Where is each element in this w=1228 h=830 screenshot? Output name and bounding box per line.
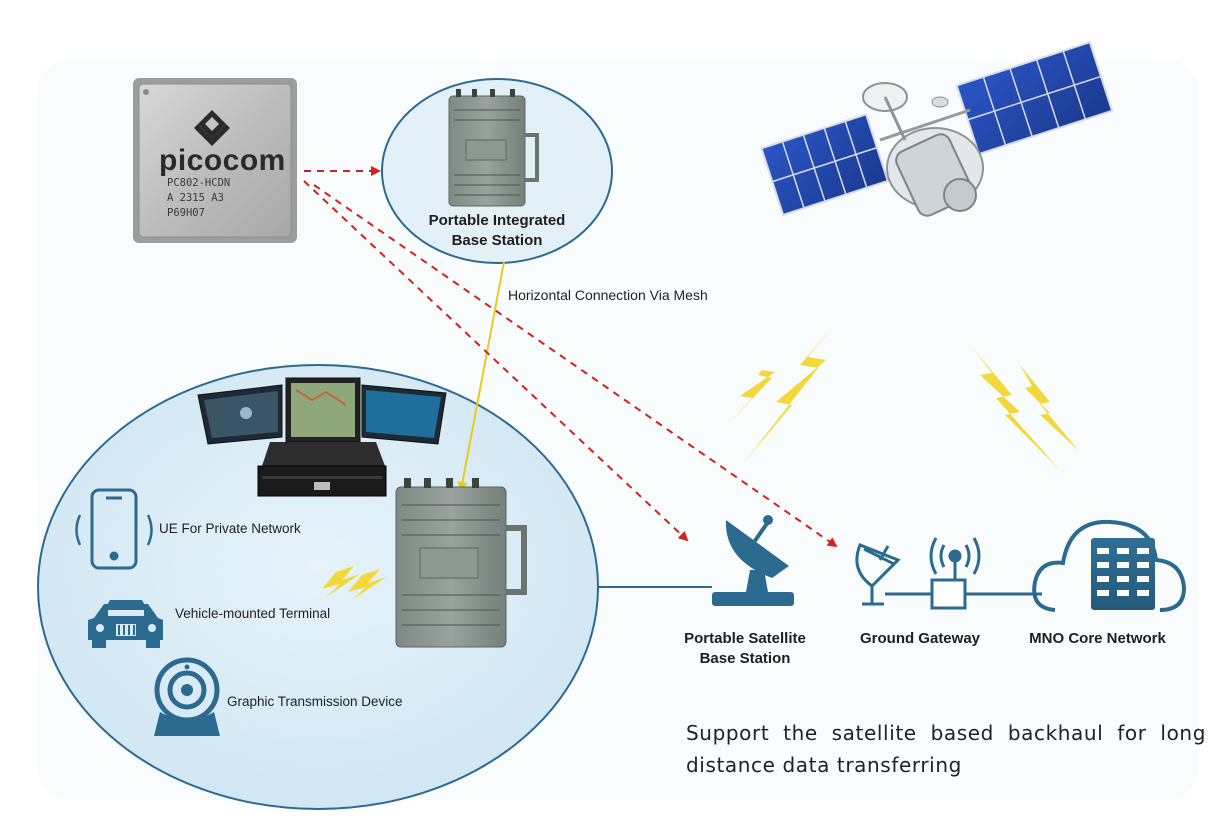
car-icon: [88, 600, 163, 648]
mesh-link-arrow: [457, 261, 505, 492]
picocom-logo-icon: [194, 110, 230, 146]
arrow-to-ground-gateway: [313, 184, 838, 548]
private-network-bubble: [37, 364, 1042, 810]
arrow-to-satellite-base-station: [303, 180, 689, 542]
chip-marking-2: A 2315 A3: [167, 192, 224, 204]
satellite-base-station-label-line1: Portable Satellite: [684, 630, 806, 647]
graphic-transmission-label: Graphic Transmission Device: [227, 694, 403, 709]
mesh-connection-label: Horizontal Connection Via Mesh: [508, 287, 708, 303]
ue-private-network-label: UE For Private Network: [159, 521, 301, 536]
chip-brand: picocom: [159, 144, 286, 177]
command-terminal-image: [197, 377, 447, 497]
vehicle-terminal-label: Vehicle-mounted Terminal: [175, 606, 331, 621]
smartphone-icon: [75, 488, 153, 570]
webcam-icon: [154, 657, 220, 736]
satellite-base-station-label: Portable Satellite Base Station: [665, 629, 825, 669]
lightning-bolt-right-icon: [970, 345, 1078, 470]
ground-gateway-label: Ground Gateway: [859, 630, 981, 647]
portable-base-station-device-image: [395, 478, 527, 648]
picocom-chip: [133, 78, 297, 243]
small-lightning-icon: [322, 566, 386, 600]
integrated-base-station-label-line2: Base Station: [451, 232, 543, 249]
satellite-base-station-label-line2: Base Station: [699, 650, 791, 667]
cloud-server-icon: [1032, 519, 1187, 612]
dashed-arrows: [303, 166, 838, 548]
mno-core-network-label: MNO Core Network: [1029, 630, 1166, 647]
integrated-base-station-label-line1: Portable Integrated: [428, 212, 566, 229]
ground-gateway-icon: [855, 537, 981, 610]
integrated-base-station-label: Portable Integrated Base Station: [407, 211, 587, 251]
chip-marking-3: P69H07: [167, 207, 205, 219]
satellite-dish-icon: [712, 515, 794, 606]
satellite-image: [760, 40, 1114, 217]
caption-text: Support the satellite based backhaul for…: [686, 721, 1206, 777]
integrated-base-station-node: [381, 78, 613, 264]
chip-marking-1: PC802-HCDN: [167, 177, 231, 189]
lightning-bolt-left-icon: [722, 330, 830, 465]
